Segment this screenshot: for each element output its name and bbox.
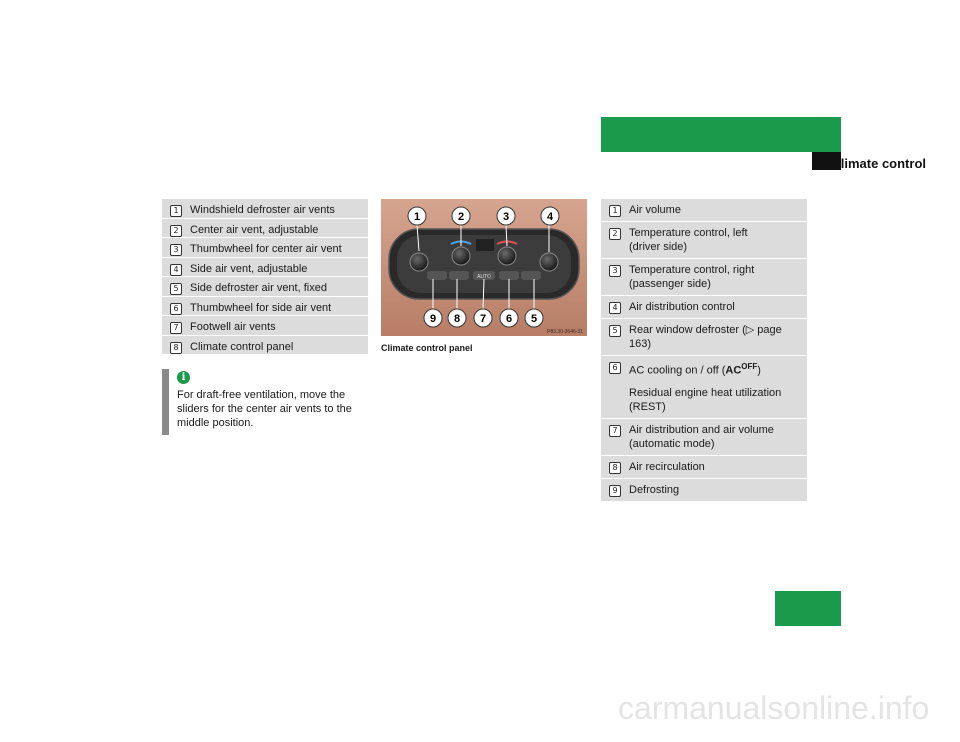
photo-caption: Climate control panel — [381, 343, 473, 353]
page-number-box — [775, 591, 841, 626]
callout-1: 1 — [414, 211, 420, 223]
callout-5: 5 — [531, 313, 537, 325]
callout-9: 9 — [430, 313, 436, 325]
photo-code: P83.30-3646-31 — [547, 329, 583, 335]
auto-button-label: AUTO — [477, 274, 491, 280]
section-tab-marker — [812, 152, 841, 170]
climate-panel-illustration: AUTO 1 2 3 4 9 8 7 — [381, 199, 587, 336]
watermark: carmanualsonline.info — [618, 690, 930, 726]
section-title: Controls in detail — [819, 14, 926, 29]
callout-6: 6 — [506, 313, 512, 325]
info-note: i For draft-free ventilation, move the s… — [162, 369, 368, 435]
callout-2: 2 — [458, 211, 464, 223]
info-bar — [162, 369, 169, 435]
info-text: For draft-free ventilation, move the sli… — [177, 389, 352, 429]
header-bar — [601, 117, 841, 152]
climate-control-panel-photo: AUTO 1 2 3 4 9 8 7 — [381, 199, 587, 336]
section-subtitle: Climate control — [831, 156, 926, 171]
callout-7: 7 — [480, 313, 486, 325]
page-number: 165 — [904, 595, 926, 610]
table-row: Residual engine heat utilization(REST) — [601, 381, 807, 419]
callout-4: 4 — [547, 211, 554, 223]
info-icon: i — [177, 371, 190, 384]
callout-3: 3 — [503, 211, 509, 223]
callout-8: 8 — [454, 313, 460, 325]
